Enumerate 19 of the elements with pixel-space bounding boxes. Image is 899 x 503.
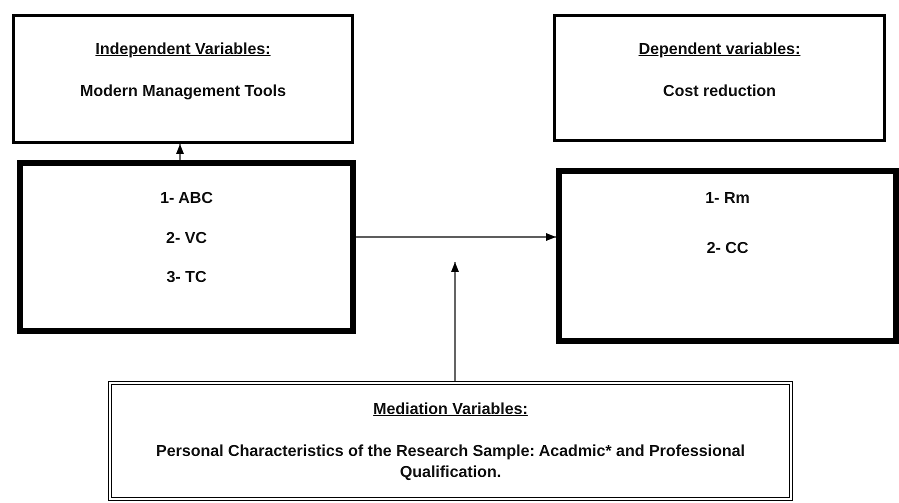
box-text: 2- VC [165, 228, 208, 249]
arrow [176, 144, 184, 160]
arrow [451, 262, 459, 381]
box-heading: Mediation Variables: [372, 400, 529, 420]
box-text: 3- TC [166, 268, 208, 288]
box-text: Modern Management Tools [79, 82, 287, 102]
process-box [556, 168, 899, 344]
box-text: 2- CC [706, 238, 750, 259]
box-heading: Independent Variables: [94, 40, 272, 60]
process-box [553, 14, 886, 142]
double-bordered-box [108, 381, 793, 501]
box-text: 1- ABC [159, 189, 214, 209]
box-text: 1- Rm [704, 189, 751, 209]
arrow [356, 233, 556, 241]
process-box [17, 160, 356, 334]
box-heading: Dependent variables: [638, 40, 802, 60]
box-text: Cost reduction [662, 82, 777, 102]
box-text: Personal Characteristics of the Research Sample: Acadmic* and Professional Qualification. [155, 442, 746, 484]
process-box [12, 14, 354, 144]
